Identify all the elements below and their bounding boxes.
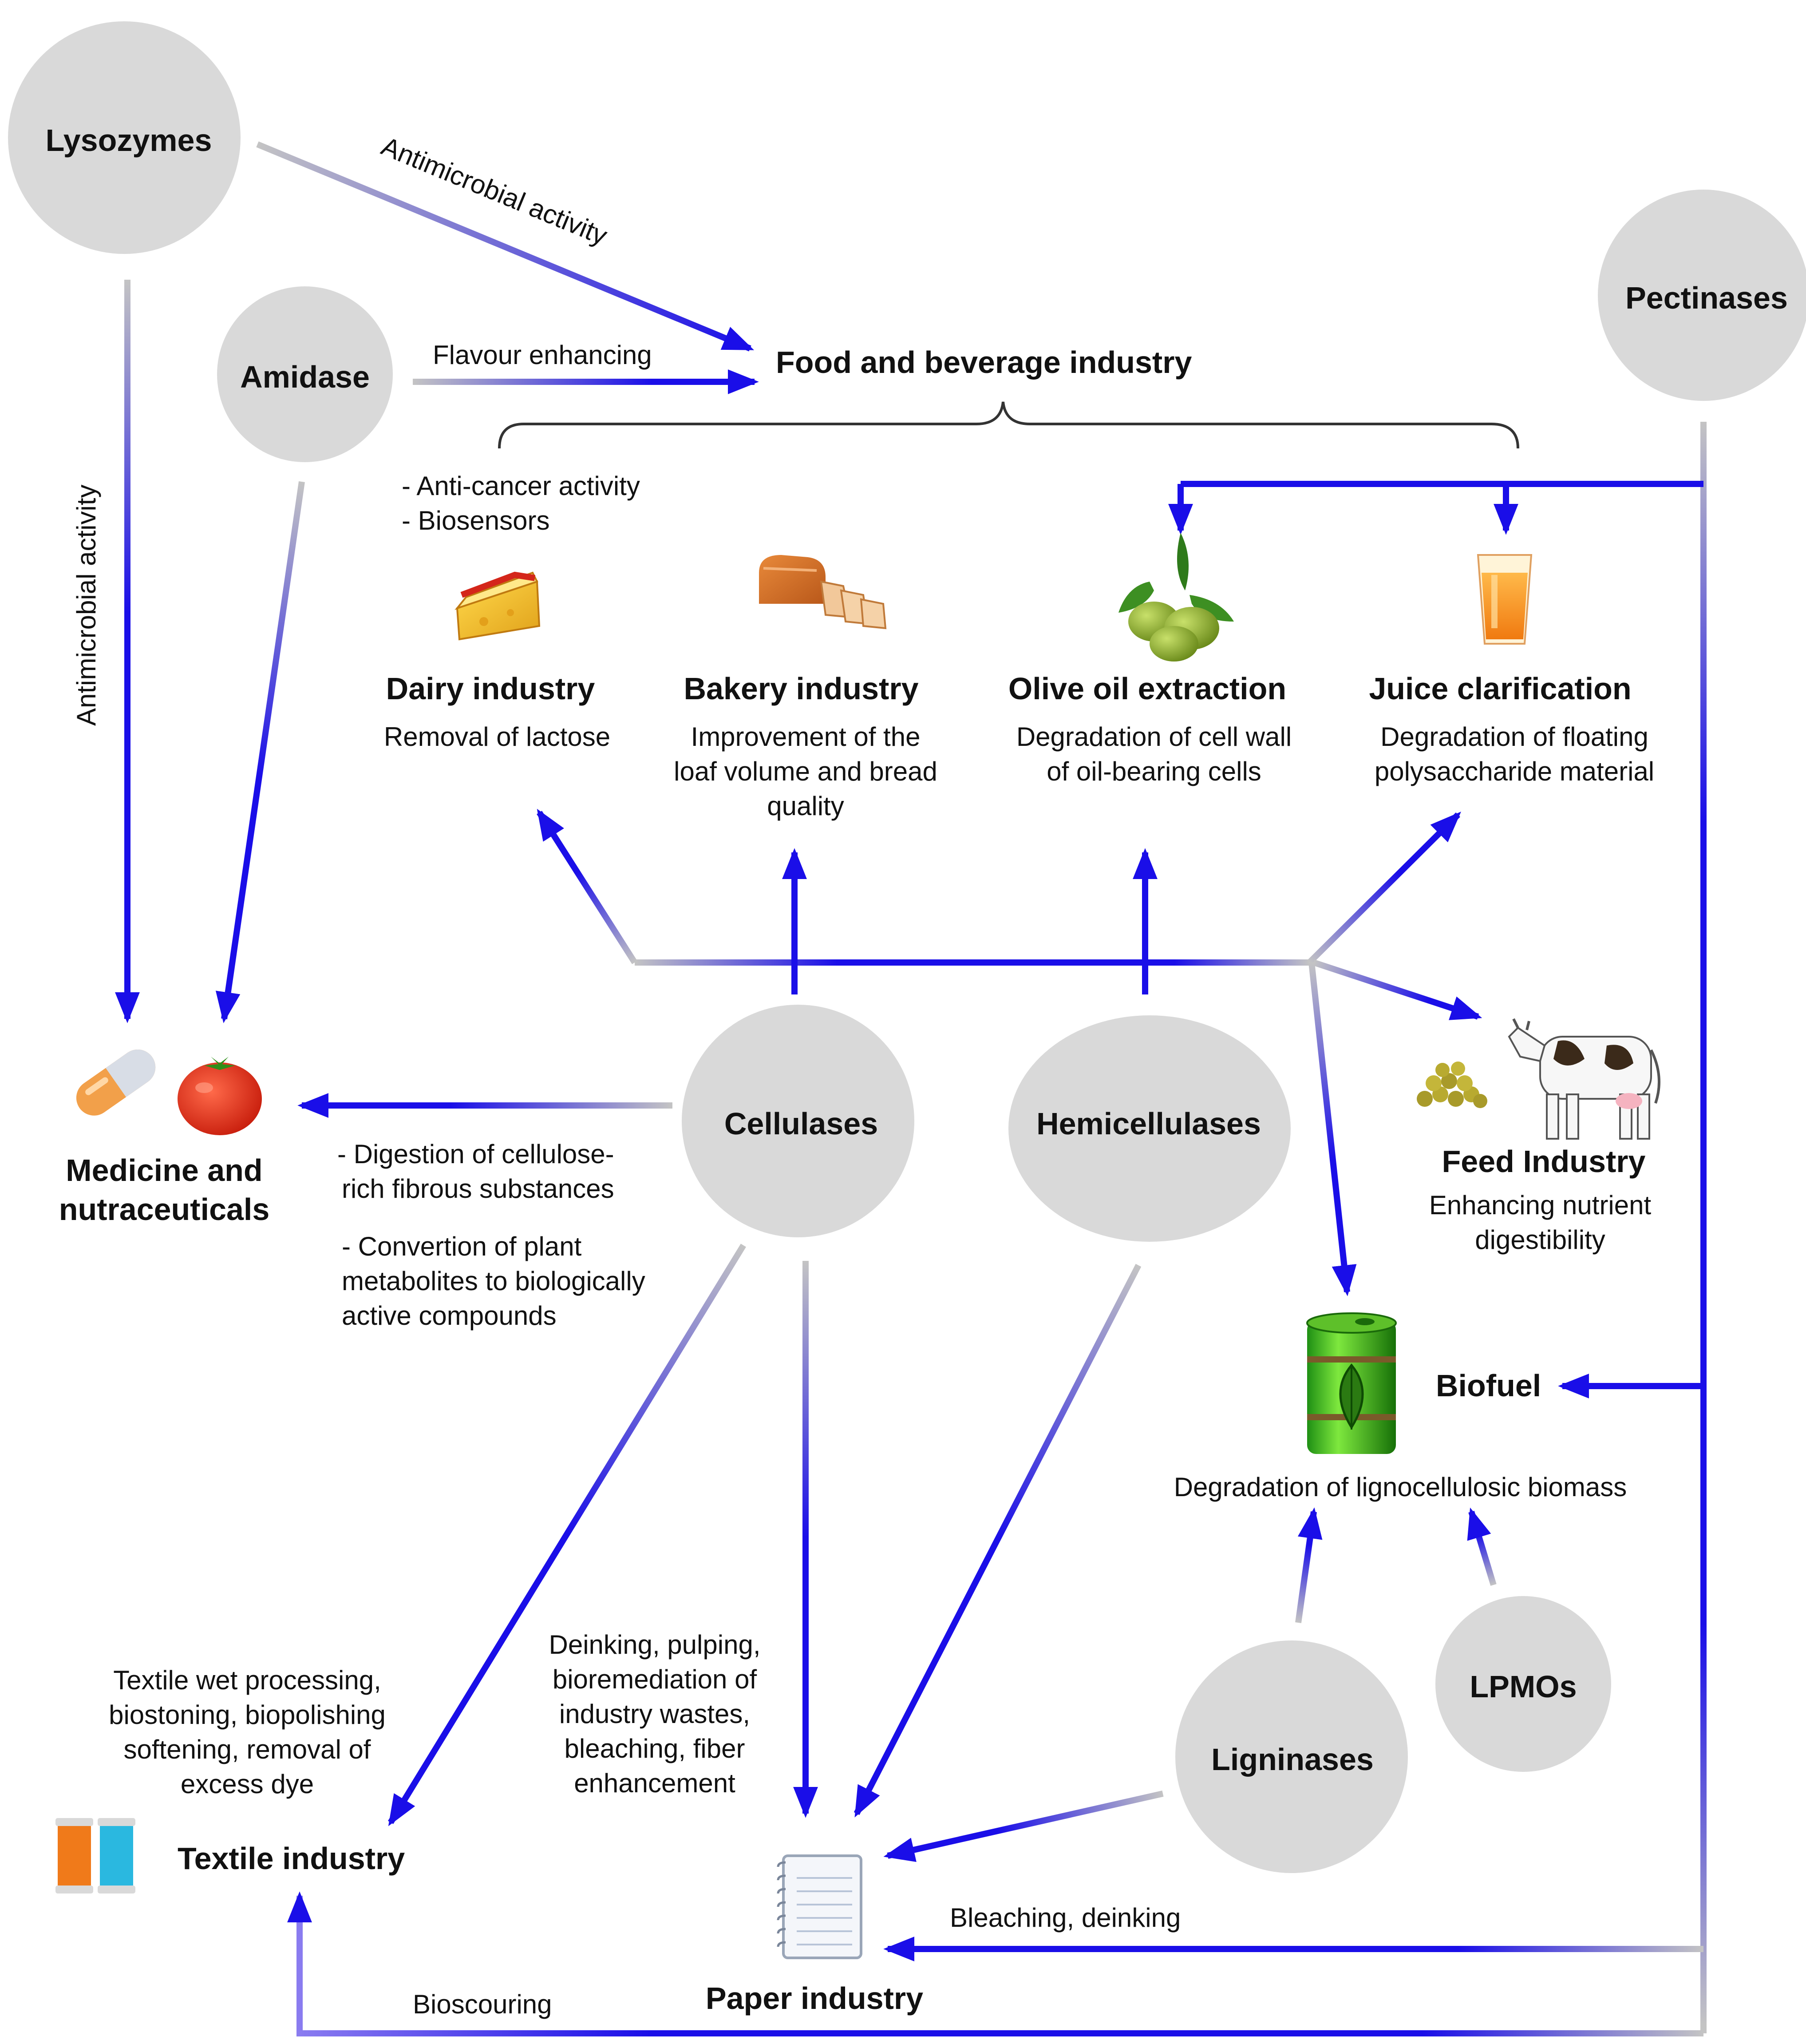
biofuel-title: Biofuel xyxy=(1436,1368,1541,1403)
olive-desc-line: Degradation of cell wall xyxy=(1016,722,1292,752)
enzyme-nodes: Lysozymes Amidase Pectinases Cellulases … xyxy=(8,21,1806,1873)
textile-desc-line: softening, removal of xyxy=(124,1735,371,1764)
notebook-icon xyxy=(777,1854,862,1959)
paper-desc-line: bioremediation of xyxy=(553,1664,757,1694)
cellulose-digest-line-2: rich fibrous substances xyxy=(342,1174,614,1204)
arrow-lpmos-lignocellulosic xyxy=(1467,1507,1497,1586)
olive-title: Olive oil extraction xyxy=(1008,671,1286,706)
paper-desc-line: bleaching, fiber xyxy=(565,1734,745,1763)
amidase-label: Amidase xyxy=(240,360,370,394)
feed-title: Feed Industry xyxy=(1442,1144,1646,1179)
arrow-cellulases-textile xyxy=(388,1244,746,1826)
cow-icon xyxy=(1508,1018,1660,1140)
lysozymes-label: Lysozymes xyxy=(46,123,212,158)
textile-desc-line: excess dye xyxy=(181,1769,314,1799)
textile-desc-line: Textile wet processing, xyxy=(113,1665,381,1695)
antimicrobial-diagonal-label: Antimicrobial activity xyxy=(377,131,612,251)
arrow-trunk-biofuel xyxy=(1308,962,1357,1296)
anticancer-label: - Anti-cancer activity xyxy=(402,471,640,501)
paper-desc-line: enhancement xyxy=(574,1768,735,1798)
pill-icon xyxy=(76,1049,156,1116)
node-amidase: Amidase xyxy=(217,286,393,462)
feed-industry: Feed Industry Enhancing nutrient digesti… xyxy=(1429,1144,1652,1255)
feed-desc-line: digestibility xyxy=(1475,1225,1605,1255)
arrow-ligninases-paper xyxy=(883,1790,1164,1862)
dairy-desc-line: Removal of lactose xyxy=(384,722,610,752)
juice-desc-line: polysaccharide material xyxy=(1375,757,1654,786)
paper-title: Paper industry xyxy=(706,1981,923,2016)
cellulases-label: Cellulases xyxy=(724,1106,878,1141)
node-cellulases: Cellulases xyxy=(682,1005,914,1237)
pellets-icon xyxy=(1417,1062,1487,1108)
juice-desc-line: Degradation of floating xyxy=(1380,722,1648,752)
spools-icon xyxy=(55,1818,135,1893)
node-hemicellulases: Hemicellulases xyxy=(1008,1015,1291,1242)
bakery-desc-line: Improvement of the xyxy=(691,722,921,752)
food-industry-title: Food and beverage industry xyxy=(776,345,1192,380)
bioscouring-label: Bioscouring xyxy=(413,1989,552,2019)
dairy-industry: Dairy industry Removal of lactose xyxy=(384,671,610,752)
olive-oil-extraction: Olive oil extraction Degradation of cell… xyxy=(1008,671,1292,786)
bakery-desc-line: loaf volume and bread xyxy=(674,757,937,786)
textile-desc-line: biostoning, biopolishing xyxy=(109,1700,386,1730)
juice-title: Juice clarification xyxy=(1369,671,1631,706)
medicine-nutraceuticals: Medicine and nutraceuticals xyxy=(59,1153,270,1227)
node-pectinases: Pectinases xyxy=(1598,190,1806,401)
arrow-trunk-feed xyxy=(1312,959,1482,1020)
paper-desc-line: Deinking, pulping, xyxy=(549,1630,761,1660)
bakery-desc-line: quality xyxy=(767,791,844,821)
bread-icon xyxy=(759,555,887,630)
conversion-line-2: metabolites to biologically xyxy=(342,1266,645,1296)
lignocellulosic-label: Degradation of lignocellulosic biomass xyxy=(1174,1472,1627,1502)
arrow-amidase-medicine xyxy=(215,481,305,1023)
dairy-title: Dairy industry xyxy=(386,671,595,706)
textile-description: Textile wet processing, biostoning, biop… xyxy=(109,1665,386,1799)
cellulose-digest-line-1: - Digestion of cellulose- xyxy=(337,1139,614,1169)
bakery-title: Bakery industry xyxy=(684,671,918,706)
arrow-pectinases-textile xyxy=(287,1891,1703,2036)
conversion-line-3: active compounds xyxy=(342,1301,557,1331)
arrows xyxy=(115,141,1707,2036)
olive-desc-line: of oil-bearing cells xyxy=(1047,757,1261,786)
conversion-line-1: - Convertion of plant xyxy=(342,1232,582,1261)
ligninases-label: Ligninases xyxy=(1211,1742,1374,1777)
biosensors-label: - Biosensors xyxy=(402,506,549,535)
medicine-title-line: Medicine and xyxy=(66,1153,262,1188)
bakery-industry: Bakery industry Improvement of the loaf … xyxy=(674,671,937,821)
arrow-lysozymes-food xyxy=(256,141,755,352)
cheese-icon xyxy=(454,571,541,641)
textile-title: Textile industry xyxy=(178,1841,405,1876)
fuel-barrel-icon xyxy=(1306,1312,1397,1454)
medicine-title-line: nutraceuticals xyxy=(59,1192,270,1227)
paper-desc-line: industry wastes, xyxy=(559,1699,750,1729)
lpmos-label: LPMOs xyxy=(1470,1669,1577,1704)
node-ligninases: Ligninases xyxy=(1175,1640,1408,1873)
arrow-ligninases-lignocellulosic xyxy=(1295,1507,1323,1623)
food-brace xyxy=(498,401,1519,449)
industries: Food and beverage industry Dairy industr… xyxy=(59,345,1654,2016)
paper-description: Deinking, pulping, bioremediation of ind… xyxy=(549,1630,761,1798)
juice-clarification: Juice clarification Degradation of float… xyxy=(1369,671,1654,786)
pectinases-label: Pectinases xyxy=(1625,281,1788,315)
arrow-hemicellulases-paper xyxy=(854,1264,1142,1818)
arrow-trunk-dairy xyxy=(537,808,637,964)
juice-glass-icon xyxy=(1477,554,1533,645)
node-lysozymes: Lysozymes xyxy=(8,21,241,254)
arrow-trunk-juice xyxy=(1307,812,1461,965)
tomato-icon xyxy=(178,1057,262,1135)
bleaching-label: Bleaching, deinking xyxy=(950,1903,1181,1933)
olive-icon xyxy=(1118,533,1234,662)
antimicrobial-vertical-label: Antimicrobial activity xyxy=(71,485,101,726)
hemicellulases-label: Hemicellulases xyxy=(1036,1106,1261,1141)
node-lpmos: LPMOs xyxy=(1435,1596,1611,1772)
flavour-label: Flavour enhancing xyxy=(433,340,652,370)
feed-desc-line: Enhancing nutrient xyxy=(1429,1190,1652,1220)
